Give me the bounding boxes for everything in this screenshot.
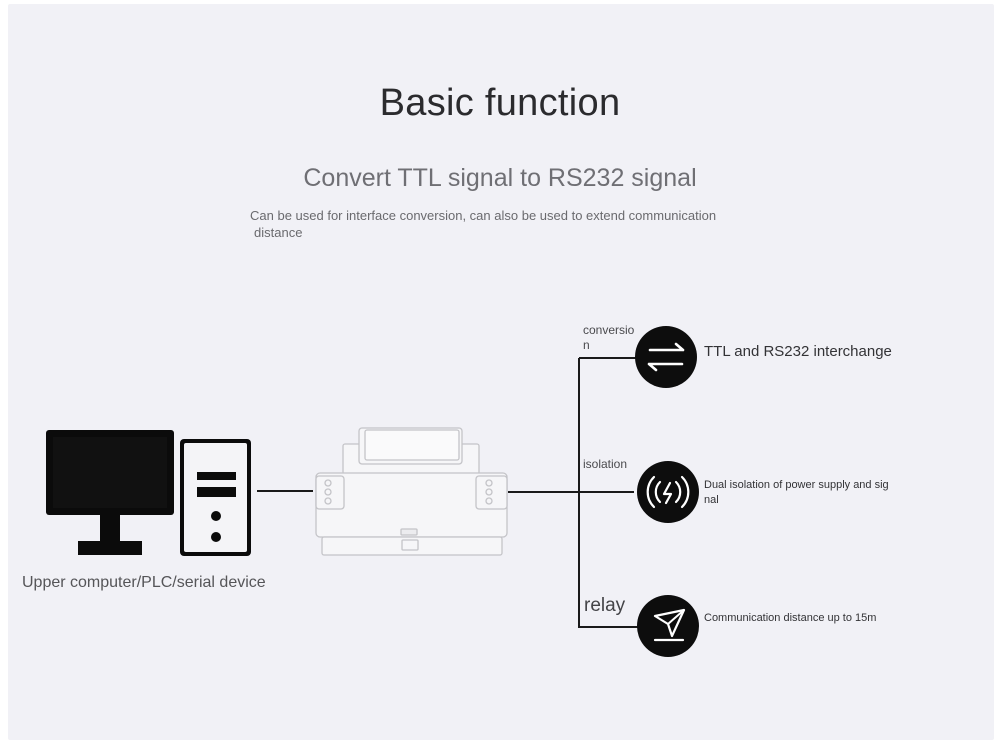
- page-subtitle: Convert TTL signal to RS232 signal: [303, 164, 697, 192]
- branch-label-isolation: isolation: [583, 457, 628, 471]
- branch-label-conversion: conversio n: [583, 323, 634, 353]
- page-title: Basic function: [379, 82, 621, 124]
- device-label: Upper computer/PLC/serial device: [22, 574, 266, 591]
- branch-label-conversion-line1: conversio: [583, 323, 635, 337]
- computer-tower-icon: [180, 439, 251, 556]
- branch-label-relay: relay: [584, 595, 626, 616]
- description-line-1: Can be used for interface conversion, ca…: [250, 208, 717, 223]
- computer-monitor-icon: [46, 430, 174, 555]
- feature-text-interchange: TTL and RS232 interchange: [704, 343, 892, 360]
- background-panel: [8, 4, 994, 740]
- swap-arrows-icon: [635, 326, 697, 388]
- description-line-2: distance: [254, 225, 303, 240]
- din-rail-module-icon: [315, 427, 508, 556]
- feature-text-distance: Communication distance up to 15m: [704, 612, 877, 624]
- send-plane-icon: [637, 595, 699, 657]
- feature-text-isolation: Dual isolation of power supply and signa…: [704, 479, 889, 506]
- isolation-signal-icon: [637, 461, 699, 523]
- branch-label-conversion-line2: n: [583, 338, 590, 352]
